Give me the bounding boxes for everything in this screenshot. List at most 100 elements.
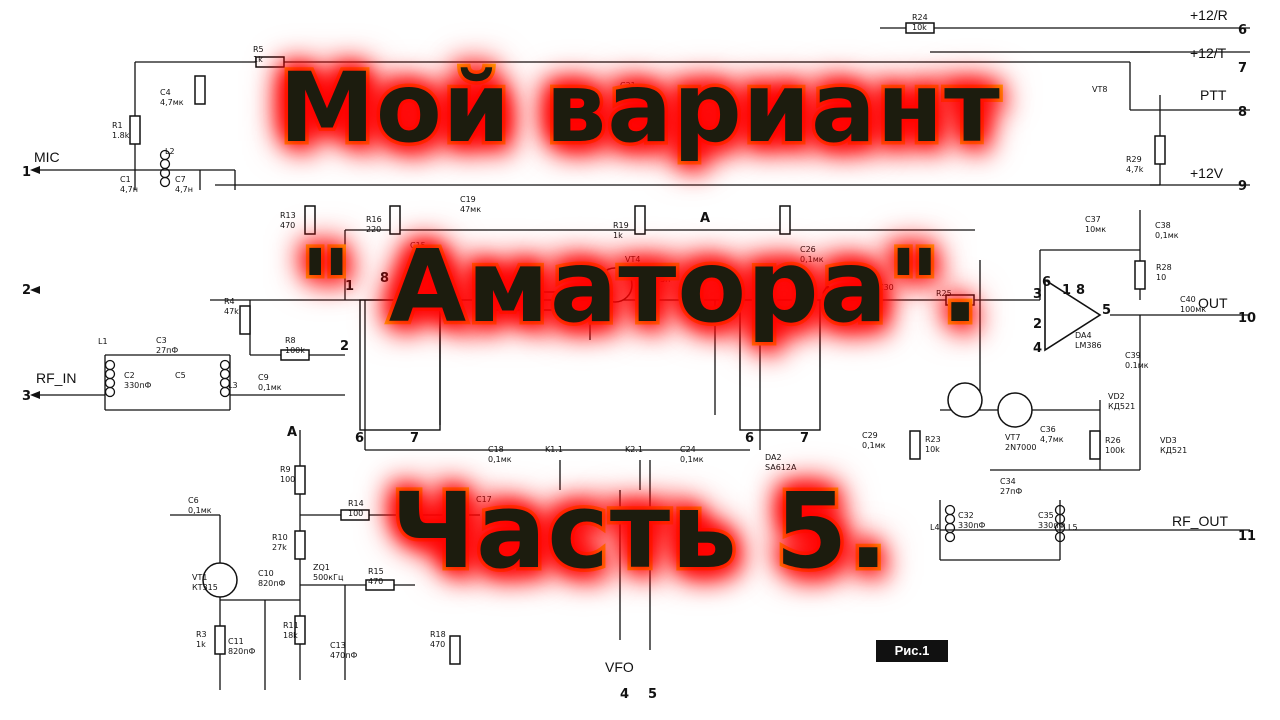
component-ref: C35 [1038, 511, 1054, 520]
component-value: 27пФ [156, 346, 178, 355]
title-line-1: Мой вариант [276, 49, 1003, 168]
inductor-coil [1054, 531, 1066, 543]
component-value: КТ315 [192, 583, 218, 592]
component-ref: L4 [930, 523, 940, 532]
ic-pin-number: 4 [1033, 341, 1042, 356]
resistor-symbol [1154, 135, 1166, 165]
ic-pin-number: 1 [735, 285, 744, 300]
filter-body [479, 291, 571, 311]
component-ref: VT1 [192, 573, 207, 582]
resistor-symbol [239, 305, 251, 335]
component-value: 27k [272, 543, 287, 552]
component-ref: R11 [283, 621, 299, 630]
connector-number: 11 [1238, 529, 1256, 544]
connector-arrow [30, 166, 40, 174]
component-value: 10k [925, 445, 940, 454]
connector-number: 10 [1238, 311, 1256, 326]
test-point-label: A [287, 425, 297, 440]
component-value: КД521 [1160, 446, 1187, 455]
component-value: SA612A [765, 463, 797, 472]
ic-pin-number: 7 [800, 431, 809, 446]
component-value: 330пФ [1038, 521, 1066, 530]
component-value: 0.1мк [1125, 361, 1149, 370]
component-ref: ZQ1 [313, 563, 330, 572]
component-value: 0,1мк [188, 506, 212, 515]
component-value: 4,7мк [1040, 435, 1064, 444]
ic-pin-number: 8 [380, 271, 389, 286]
component-value: 820пФ [258, 579, 286, 588]
component-value: 47мк [460, 205, 481, 214]
component-ref: R10 [272, 533, 288, 542]
ic-pin-number: 8 [1076, 283, 1085, 298]
component-ref: VT8 [1092, 85, 1107, 94]
component-ref: VT4 [625, 255, 640, 264]
inductor-coil [104, 377, 116, 389]
connector-label: +12V [1190, 165, 1224, 181]
component-ref: C2 [124, 371, 135, 380]
ic-pin-number: 6 [1042, 275, 1051, 290]
component-value: 0,1мк [800, 255, 824, 264]
connector-number: 1 [22, 165, 31, 180]
connector-arrow [30, 286, 40, 294]
ic-pin-number: 7 [410, 431, 419, 446]
component-ref: R8 [285, 336, 296, 345]
component-value: 4,7н [120, 185, 138, 194]
component-value: 100мк [1180, 305, 1206, 314]
component-ref: R28 [1156, 263, 1172, 272]
component-ref: Z1 [512, 278, 523, 287]
component-value: 330пФ [124, 381, 152, 390]
ic-pin-number: 2 [1033, 317, 1042, 332]
component-value: 820пФ [228, 647, 256, 656]
ic-pin-number: 6 [355, 431, 364, 446]
component-value: 100 [280, 475, 295, 484]
component-value: 470 [430, 640, 445, 649]
component-ref: R15 [368, 567, 384, 576]
resistor-symbol [340, 509, 370, 521]
inductor-coil [159, 176, 171, 188]
resistor-symbol [294, 530, 306, 560]
component-ref: R18 [430, 630, 446, 639]
component-ref: C40 [1180, 295, 1196, 304]
resistor-symbol [779, 205, 791, 235]
component-ref: K1.1 [455, 103, 473, 112]
connector-number: 7 [1238, 61, 1247, 76]
ic-pin-number: 3 [1033, 287, 1042, 302]
resistor-symbol [294, 465, 306, 495]
resistor-symbol [294, 615, 306, 645]
component-ref: VT7 [1005, 433, 1020, 442]
connector-label: PTT [1200, 87, 1227, 103]
component-value: КП303Г [625, 265, 657, 274]
component-value: 1k [613, 231, 623, 240]
component-ref: VD3 [1160, 436, 1177, 445]
component-ref: R9 [280, 465, 291, 474]
resistor-symbol [255, 56, 285, 68]
transistor-symbol [597, 267, 633, 303]
resistor-symbol [945, 294, 975, 306]
component-ref: L3 [228, 381, 238, 390]
component-value: 0,1мк [862, 441, 886, 450]
component-value: 0,1мк [1155, 231, 1179, 240]
connector-label: +12/R [1190, 7, 1228, 23]
inductor-coil [944, 531, 956, 543]
component-ref: R14 [348, 499, 364, 508]
figure-label: Рис.1 [876, 640, 948, 662]
component-value: 0,1мк [488, 455, 512, 464]
inductor-coil [219, 386, 231, 398]
component-ref: R3 [196, 630, 207, 639]
resistor-symbol [194, 75, 206, 105]
component-value: КД521 [1108, 402, 1135, 411]
component-ref: C32 [958, 511, 974, 520]
resistor-symbol [634, 205, 646, 235]
title-line-3: Часть 5. [388, 467, 892, 596]
component-ref: C5 [175, 371, 186, 380]
ic-body [359, 299, 441, 431]
component-ref: C7 [175, 175, 186, 184]
component-value: 10мк [1085, 225, 1106, 234]
component-value: 470 [280, 221, 295, 230]
component-ref: C11 [228, 637, 244, 646]
component-ref: R23 [925, 435, 941, 444]
resistor-symbol [304, 205, 316, 235]
component-ref: C18 [488, 445, 504, 454]
connector-number: 8 [1238, 105, 1247, 120]
component-ref: C6 [188, 496, 199, 505]
